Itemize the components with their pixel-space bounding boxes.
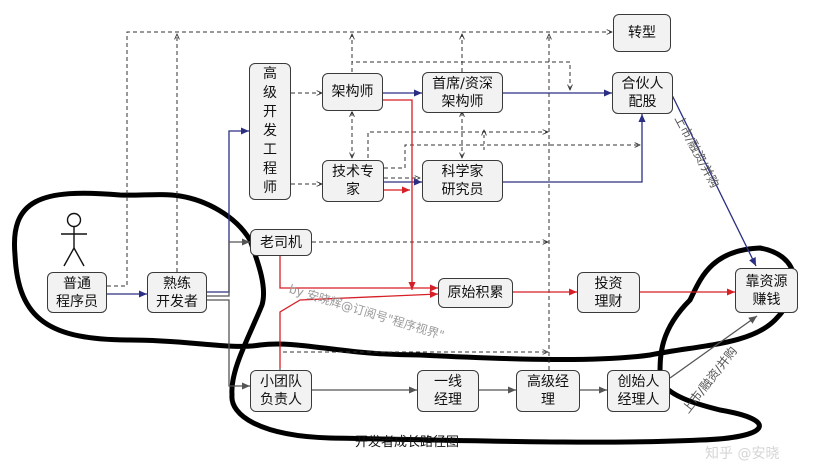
node-jishu-zhuanjia: 技术专 家	[322, 160, 384, 202]
actor-figure-icon	[61, 212, 87, 267]
node-chuangshiren: 创始人 经理人	[607, 370, 670, 412]
edge-xiaotuandui-yuanshi	[279, 290, 439, 368]
node-gaoji-jingli: 高级经 理	[516, 370, 580, 412]
dash-jishu-to-hehuo	[384, 145, 640, 169]
node-shulian: 熟练 开发者	[147, 272, 207, 313]
dash-jishu-upline	[367, 132, 548, 158]
node-jiagoushi: 架构师	[322, 73, 383, 111]
node-hehuoren: 合伙人 配股	[612, 72, 673, 114]
node-kaoziyuan: 靠资源 赚钱	[735, 268, 798, 313]
node-putong: 普通 程序员	[47, 272, 107, 313]
node-gaoji-kaifa: 高 级 开 发 工 程 师	[249, 63, 291, 200]
node-laosiji: 老司机	[250, 229, 312, 256]
corner-watermark: 知乎 @安晓	[705, 446, 780, 462]
edge-shulian-gaojikf	[207, 127, 249, 293]
edge-shulian-xiaotuandui	[207, 299, 250, 390]
node-zhuanxing: 转型	[613, 14, 671, 52]
edge-laosiji-yuanshi	[279, 254, 438, 292]
node-kexuejia: 科学家 研究员	[422, 160, 503, 202]
node-yixian: 一线 经理	[417, 370, 479, 412]
dash-jiagou-to-hehuo	[351, 61, 570, 90]
node-xiaotuandui: 小团队 负责人	[250, 370, 312, 412]
edge-chuangshi-kaoziyuan	[669, 315, 758, 379]
node-touzi: 投资 理财	[577, 272, 640, 313]
node-shouxi: 首席/资深 架构师	[422, 72, 503, 113]
dash-putong-to-zhuanxing	[107, 32, 612, 287]
node-yuanshi: 原始积累	[438, 278, 513, 308]
diagram-caption: 开发者成长路径图	[355, 435, 460, 450]
edge-jiagou-red-down	[383, 99, 416, 290]
edge-shulian-laosiji	[207, 238, 250, 297]
hand-drawn-outline	[11, 190, 797, 445]
edge-hehuo-kaoziyuan	[671, 94, 757, 267]
edge-kexue-hehuo	[503, 114, 646, 183]
